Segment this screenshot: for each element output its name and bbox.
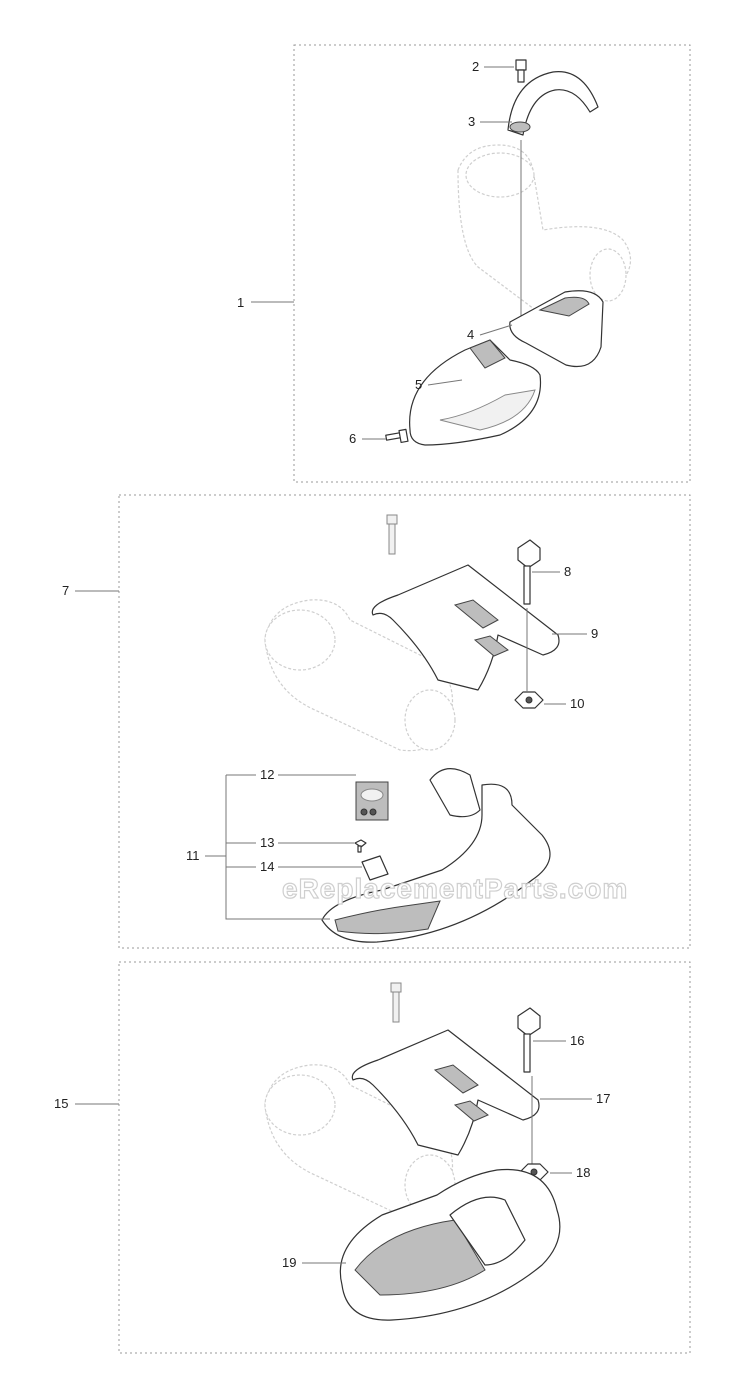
part-knob-8: [517, 539, 541, 605]
ghost-housing-7: [264, 599, 456, 752]
group-box-7: [118, 494, 691, 949]
part-screw-13: [354, 839, 367, 853]
callouts: 1 2 3 4 5 6 7 8 9 10 11 12: [54, 59, 610, 1270]
callout-16: 16: [570, 1033, 584, 1048]
callout-14: 14: [260, 859, 274, 874]
part-plate-14: [361, 855, 389, 881]
callout-8: 8: [564, 564, 571, 579]
part-shield-9: [371, 564, 560, 691]
callout-9: 9: [591, 626, 598, 641]
part-shield-17: [351, 1029, 540, 1156]
callout-17: 17: [596, 1091, 610, 1106]
callout-5: 5: [415, 377, 422, 392]
part-loose-screw-15: [390, 982, 402, 1023]
group-box-1: [293, 44, 691, 483]
part-decal-12: [355, 781, 389, 821]
callout-6: 6: [349, 431, 356, 446]
callout-12: 12: [260, 767, 274, 782]
part-screw-6: [385, 428, 409, 444]
assembly-15: [264, 982, 561, 1321]
watermark: eReplacementParts.com: [282, 873, 628, 904]
part-clamp-3: [507, 71, 599, 136]
part-bolt-2: [515, 59, 527, 83]
assembly-1: [385, 59, 632, 446]
part-nut-10: [514, 691, 544, 709]
callout-1: 1: [237, 295, 244, 310]
callout-19: 19: [282, 1255, 296, 1270]
part-guard-11: [321, 783, 551, 943]
callout-10: 10: [570, 696, 584, 711]
part-loose-screw: [386, 514, 398, 555]
callout-15: 15: [54, 1096, 68, 1111]
group-box-15: [118, 961, 691, 1354]
part-knob-16: [517, 1007, 541, 1073]
callout-4: 4: [467, 327, 474, 342]
callout-18: 18: [576, 1165, 590, 1180]
callout-2: 2: [472, 59, 479, 74]
callout-11: 11: [186, 848, 200, 863]
assembly-7: [264, 514, 560, 943]
callout-7: 7: [62, 583, 69, 598]
ghost-housing-1: [457, 144, 632, 318]
callout-3: 3: [468, 114, 475, 129]
callout-13: 13: [260, 835, 274, 850]
